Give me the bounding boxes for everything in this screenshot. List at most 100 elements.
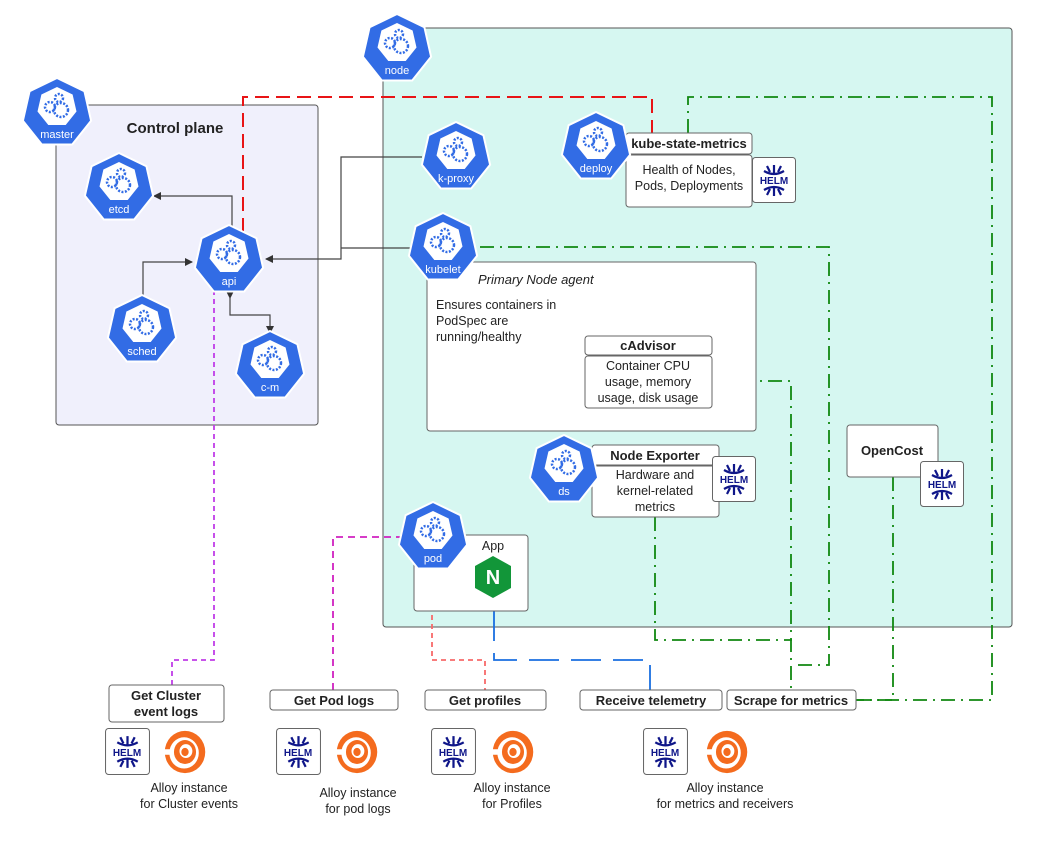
alloy-logo-icon [335, 730, 378, 774]
alloy-profiles-line2: for Profiles [482, 797, 542, 811]
helm-label: HELM [760, 176, 788, 187]
api-k8s-icon: api [193, 223, 265, 293]
ksm-title: kube-state-metrics [631, 136, 747, 151]
gear-icon [592, 126, 604, 138]
pod-logs-link [332, 536, 400, 690]
get-cluster-event-logs-line2: event logs [134, 704, 198, 719]
gear-icon [52, 101, 70, 119]
gear-icon [266, 345, 278, 357]
gear-icon [439, 227, 451, 239]
sched-k8s-icon: sched [106, 293, 178, 363]
etcd-k8s-icon: etcd [83, 151, 155, 221]
helm-label: HELM [439, 748, 467, 759]
alloy-logo-icon [163, 730, 206, 774]
ksm-desc-2: Pods, Deployments [635, 179, 743, 193]
master-label: master [40, 129, 74, 141]
ds-k8s-icon: ds [528, 433, 600, 503]
gear-icon [429, 516, 441, 528]
node-k8s-icon: node [361, 12, 433, 82]
gear-icon [53, 92, 65, 104]
gear-icon [438, 236, 456, 254]
gear-icon [137, 318, 155, 336]
deploy-label: deploy [580, 163, 613, 175]
scrape-for-metrics-button[interactable] [726, 689, 857, 711]
gear-icon [224, 248, 242, 266]
helm-label: HELM [651, 748, 679, 759]
node-exporter-desc-2: kernel-related [617, 484, 693, 498]
get-profiles-button[interactable] [424, 689, 547, 711]
alloy-logo-icon [491, 730, 534, 774]
kubelet-desc-2: PodSpec are [436, 314, 508, 328]
sched-label: sched [127, 346, 156, 358]
cadvisor-body [584, 355, 713, 409]
gear-icon [392, 37, 410, 55]
node-exporter-desc-3: metrics [635, 500, 675, 514]
gear-icon [591, 135, 609, 153]
kubelet-label: kubelet [425, 264, 460, 276]
get-cluster-event-logs-line1: Get Cluster [131, 688, 201, 703]
gear-icon [265, 354, 283, 372]
cadvisor-desc-1: Container CPU [606, 359, 690, 373]
deploy-k8s-icon: deploy [560, 110, 632, 180]
alloy-pod-logs-line2: for pod logs [325, 802, 390, 816]
kubelet-desc-1: Ensures containers in [436, 298, 556, 312]
get-pod-logs-label: Get Pod logs [294, 693, 374, 708]
gear-icon [393, 28, 405, 40]
gear-icon [138, 309, 150, 321]
metrics-links [480, 96, 993, 701]
opencost-title: OpenCost [861, 443, 924, 458]
gear-icon [115, 167, 127, 179]
api-to-ksm-link [242, 96, 653, 232]
scrape-for-metrics-label: Scrape for metrics [734, 693, 848, 708]
node-exporter-desc-1: Hardware and [616, 468, 695, 482]
gear-icon [225, 239, 237, 251]
cadvisor-desc-3: usage, disk usage [598, 391, 699, 405]
gear-icon [559, 458, 577, 476]
gear-icon [428, 525, 446, 543]
kubelet-desc-3: running/healthy [436, 330, 522, 344]
gear-icon [452, 136, 464, 148]
alloy-pod-logs-line1: Alloy instance [319, 786, 396, 800]
alloy-metrics-line2: for metrics and receivers [657, 797, 794, 811]
app-title: App [482, 539, 504, 553]
node-label: node [385, 65, 409, 77]
etcd-label: etcd [109, 204, 130, 216]
cadvisor-header [584, 335, 713, 356]
helm-label: HELM [113, 748, 141, 759]
control-plane-title: Control plane [127, 120, 224, 137]
kubelet-k8s-icon: kubelet [407, 211, 479, 281]
alloy-profiles-line1: Alloy instance [473, 781, 550, 795]
helm-label: HELM [284, 748, 312, 759]
helm-label: HELM [720, 475, 748, 486]
alloy-cluster-events-line2: for Cluster events [140, 797, 238, 811]
ds-label: ds [558, 486, 570, 498]
get-cluster-event-logs-button[interactable] [108, 684, 225, 723]
api-label: api [222, 276, 237, 288]
get-profiles-label: Get profiles [449, 693, 521, 708]
telemetry-link [493, 611, 651, 690]
kproxy-k8s-icon: k-proxy [420, 120, 492, 190]
gear-icon [560, 449, 572, 461]
receive-telemetry-button[interactable] [579, 689, 723, 711]
gear-icon [114, 176, 132, 194]
get-pod-logs-button[interactable] [269, 689, 399, 711]
pod-label: pod [424, 553, 442, 565]
cluster-events-link [171, 290, 215, 685]
cadvisor-desc-2: usage, memory [605, 375, 692, 389]
pod-k8s-icon: pod [397, 500, 469, 570]
nginx-letter: N [486, 567, 500, 589]
cadvisor-title: cAdvisor [620, 338, 676, 353]
master-k8s-icon: master [21, 76, 93, 146]
gear-icon [451, 145, 469, 163]
profiles-link [431, 570, 486, 690]
receive-telemetry-label: Receive telemetry [596, 693, 707, 708]
helm-label: HELM [928, 480, 956, 491]
node-exporter-title: Node Exporter [610, 448, 700, 463]
cm-label: c-m [261, 382, 279, 394]
opencost-box [846, 424, 939, 478]
control-links [139, 156, 422, 334]
kproxy-label: k-proxy [438, 173, 475, 185]
nginx-icon [475, 556, 511, 598]
cm-k8s-icon: c-m [234, 329, 306, 399]
